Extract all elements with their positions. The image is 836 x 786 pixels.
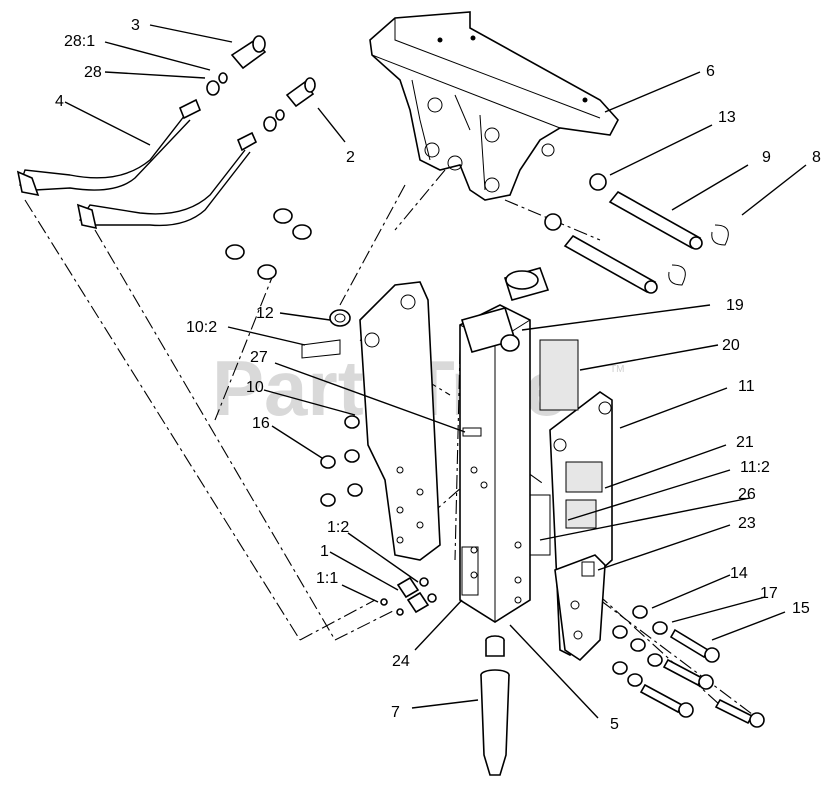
- callout-10-2: 10:2: [186, 319, 217, 336]
- callout-28-1: 28:1: [64, 33, 95, 50]
- watermark-trademark: TM: [610, 364, 624, 375]
- leader-lines: [64, 24, 807, 719]
- callout-7: 7: [391, 704, 400, 721]
- part-2-and-3-fittings: [178, 35, 316, 152]
- callout-20: 20: [722, 337, 740, 354]
- callout-9: 9: [762, 149, 771, 166]
- callout-16: 16: [252, 415, 270, 432]
- part-10-2-decal: [301, 339, 341, 359]
- callout-27: 27: [250, 349, 268, 366]
- callout-12: 12: [256, 305, 274, 322]
- callout-24: 24: [392, 653, 410, 670]
- callout-13: 13: [718, 109, 736, 126]
- callout-19: 19: [726, 297, 744, 314]
- callout-28: 28: [84, 64, 102, 81]
- part-10-left-side-plate: [359, 281, 441, 561]
- callout-1-1: 1:1: [316, 570, 338, 587]
- callout-11-2: 11:2: [740, 459, 770, 476]
- lower-bolts-and-washers: [612, 605, 765, 728]
- part-16-washers: [320, 415, 363, 507]
- callout-5: 5: [610, 716, 619, 733]
- callout-1: 1: [320, 543, 329, 560]
- callout-14: 14: [730, 565, 748, 582]
- part-1-fittings: [380, 576, 437, 616]
- callout-17: 17: [760, 585, 778, 602]
- callout-23: 23: [738, 515, 756, 532]
- callout-1-2: 1:2: [327, 519, 349, 536]
- callout-labels: 3 28:1 28 4 2 6 13 9 8 12 10:2 27 10 16 …: [55, 17, 821, 733]
- part-7-chisel: [480, 635, 510, 776]
- callout-2: 2: [346, 149, 355, 166]
- callout-3: 3: [131, 17, 140, 34]
- part-23-lower-plate: [554, 554, 606, 662]
- part-9-pins: [544, 173, 729, 294]
- callout-4: 4: [55, 93, 64, 110]
- callout-26: 26: [738, 486, 756, 503]
- callout-15: 15: [792, 600, 810, 617]
- part-6-mount-bracket: [369, 11, 619, 201]
- part-4-hoses: [16, 114, 251, 230]
- part-19-bushings: [460, 267, 550, 353]
- upper-clips-and-washers: [225, 208, 312, 280]
- part-12-bushing: [329, 309, 351, 327]
- part-5-hammer-body: [459, 304, 531, 623]
- part-20-decal: [539, 339, 579, 411]
- callout-6: 6: [706, 63, 715, 80]
- callout-8: 8: [812, 149, 821, 166]
- callout-21: 21: [736, 434, 754, 451]
- callout-11: 11: [738, 378, 755, 395]
- callout-10: 10: [246, 379, 264, 396]
